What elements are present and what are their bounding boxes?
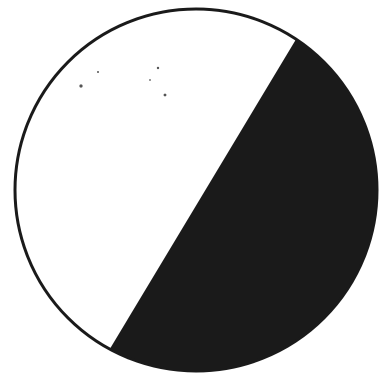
- speck: [164, 94, 167, 97]
- speck: [97, 71, 99, 73]
- speck: [79, 84, 82, 87]
- speck: [149, 79, 151, 81]
- speck: [157, 67, 159, 69]
